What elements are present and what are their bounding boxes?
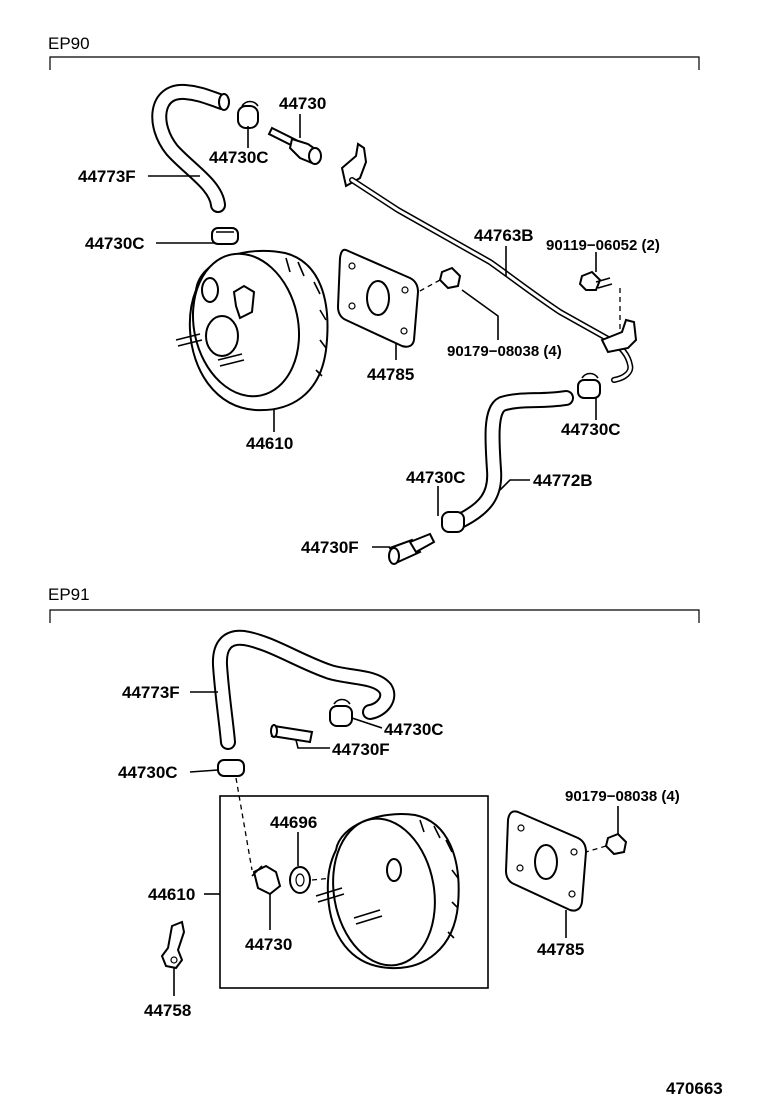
ep91-brake-booster-44610: [315, 813, 460, 970]
ep91-nut-90179-08038: [585, 832, 628, 856]
ep91-section-bracket: [49, 609, 700, 623]
ep91-fitting-44730f: [270, 724, 314, 744]
ep90-section: EP90: [48, 34, 700, 565]
ep91-part-labels: 44773F 44730C 44730F 44730C 44696 44610 …: [118, 683, 680, 1020]
ep90-label-44730: 44730: [279, 94, 326, 113]
ep90-label-44730f: 44730F: [301, 538, 359, 557]
ep91-label-44730f: 44730F: [332, 740, 390, 759]
ep90-vacuum-hose-44772b: [454, 390, 574, 528]
ep91-label-44758: 44758: [144, 1001, 191, 1020]
ep91-bracket-44758: [160, 920, 186, 970]
ep90-section-title: EP90: [48, 34, 90, 53]
ep91-leader-lines: [173, 691, 619, 996]
ep90-vacuum-hose-44773f: [151, 84, 230, 213]
ep91-label-44730: 44730: [245, 935, 292, 954]
ep90-hose-clip-44730c-mid: [441, 511, 465, 533]
ep91-hose-clip-44730c-left: [217, 759, 253, 871]
ep90-label-44763b: 44763B: [474, 226, 534, 245]
ep90-hose-clip-44730c-top: [237, 100, 259, 129]
ep90-nut-90179-08038: [417, 266, 462, 293]
ep91-check-valve-44730: [251, 864, 282, 896]
ep91-booster-assembly-box: [219, 795, 489, 989]
ep90-hose-clip-44730c-left: [211, 227, 239, 245]
ep91-label-90179-08038: 90179−08038 (4): [565, 788, 680, 805]
ep90-label-90179-08038: 90179−08038 (4): [447, 343, 562, 360]
ep90-hose-clip-44730c-right: [577, 372, 601, 399]
ep90-section-bracket: [49, 56, 700, 70]
diagram-number: 470663: [666, 1079, 723, 1098]
ep90-bolt-90119-06052: [578, 270, 621, 330]
ep91-label-44730c-right: 44730C: [384, 720, 444, 739]
ep91-label-44730c-left: 44730C: [118, 763, 178, 782]
ep90-part-labels: 44730 44730C 44773F 44730C 44763B 90119−…: [78, 94, 660, 557]
ep91-label-44696: 44696: [270, 813, 317, 832]
ep90-vacuum-pipe-44763b: [340, 142, 638, 383]
ep91-label-44785: 44785: [537, 940, 584, 959]
ep90-label-44785: 44785: [367, 365, 414, 384]
ep90-label-90119-06052: 90119−06052 (2): [546, 237, 660, 254]
ep91-section: EP91: [48, 585, 700, 1020]
ep90-label-44730c-left: 44730C: [85, 234, 145, 253]
ep90-label-44730c-right: 44730C: [561, 420, 621, 439]
ep91-label-44610: 44610: [148, 885, 195, 904]
ep91-section-title: EP91: [48, 585, 90, 604]
ep91-gasket-44785: [504, 810, 588, 912]
ep90-label-44730c-mid: 44730C: [406, 468, 466, 487]
ep90-fitting-44730f: [388, 532, 436, 565]
ep91-hose-clip-44730c-right: [329, 698, 353, 727]
ep90-label-44773f: 44773F: [78, 167, 136, 186]
ep91-label-44773f: 44773F: [122, 683, 180, 702]
ep90-leader-lines: [148, 114, 597, 548]
ep90-gasket-44785: [336, 248, 420, 348]
ep90-label-44772b: 44772B: [533, 471, 593, 490]
ep90-label-44730c-top: 44730C: [209, 148, 269, 167]
ep90-label-44610: 44610: [246, 434, 293, 453]
ep90-brake-booster-44610: [175, 249, 329, 412]
ep90-check-valve-44730: [267, 126, 322, 165]
ep91-vacuum-hose-44773f: [211, 629, 396, 750]
